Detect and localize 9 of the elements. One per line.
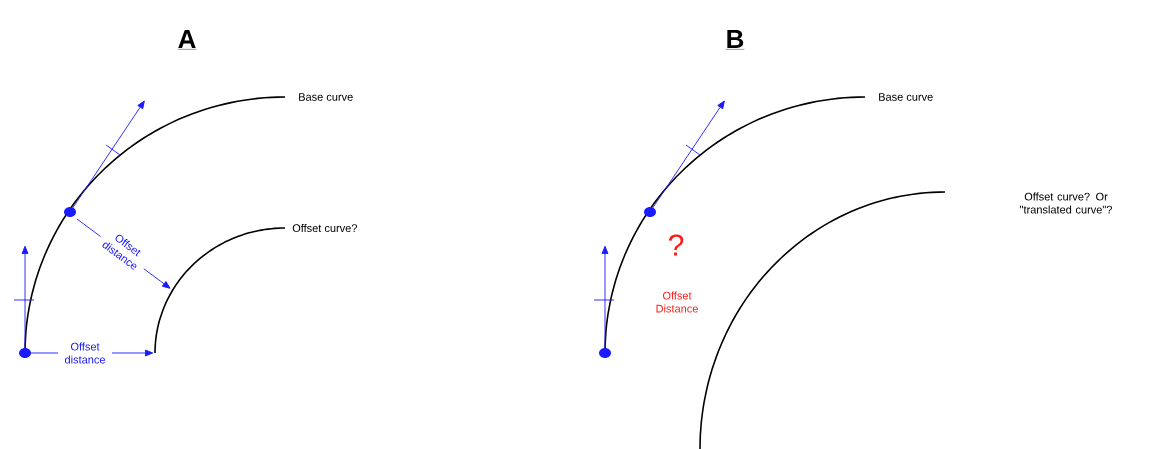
dimension-label: Offset Distance bbox=[656, 291, 698, 313]
curve-label: Base curve bbox=[299, 93, 353, 101]
question-mark: ? bbox=[668, 234, 684, 256]
curve-label: Offset curve? bbox=[292, 223, 357, 233]
curve-label: Offset curve? Or "translated curve"? bbox=[1020, 192, 1112, 214]
panel-letter: B bbox=[725, 30, 745, 50]
curve-label: Base curve bbox=[879, 93, 933, 101]
dimension-label: Offset distance bbox=[58, 341, 112, 365]
panel-letter: A bbox=[177, 30, 197, 50]
